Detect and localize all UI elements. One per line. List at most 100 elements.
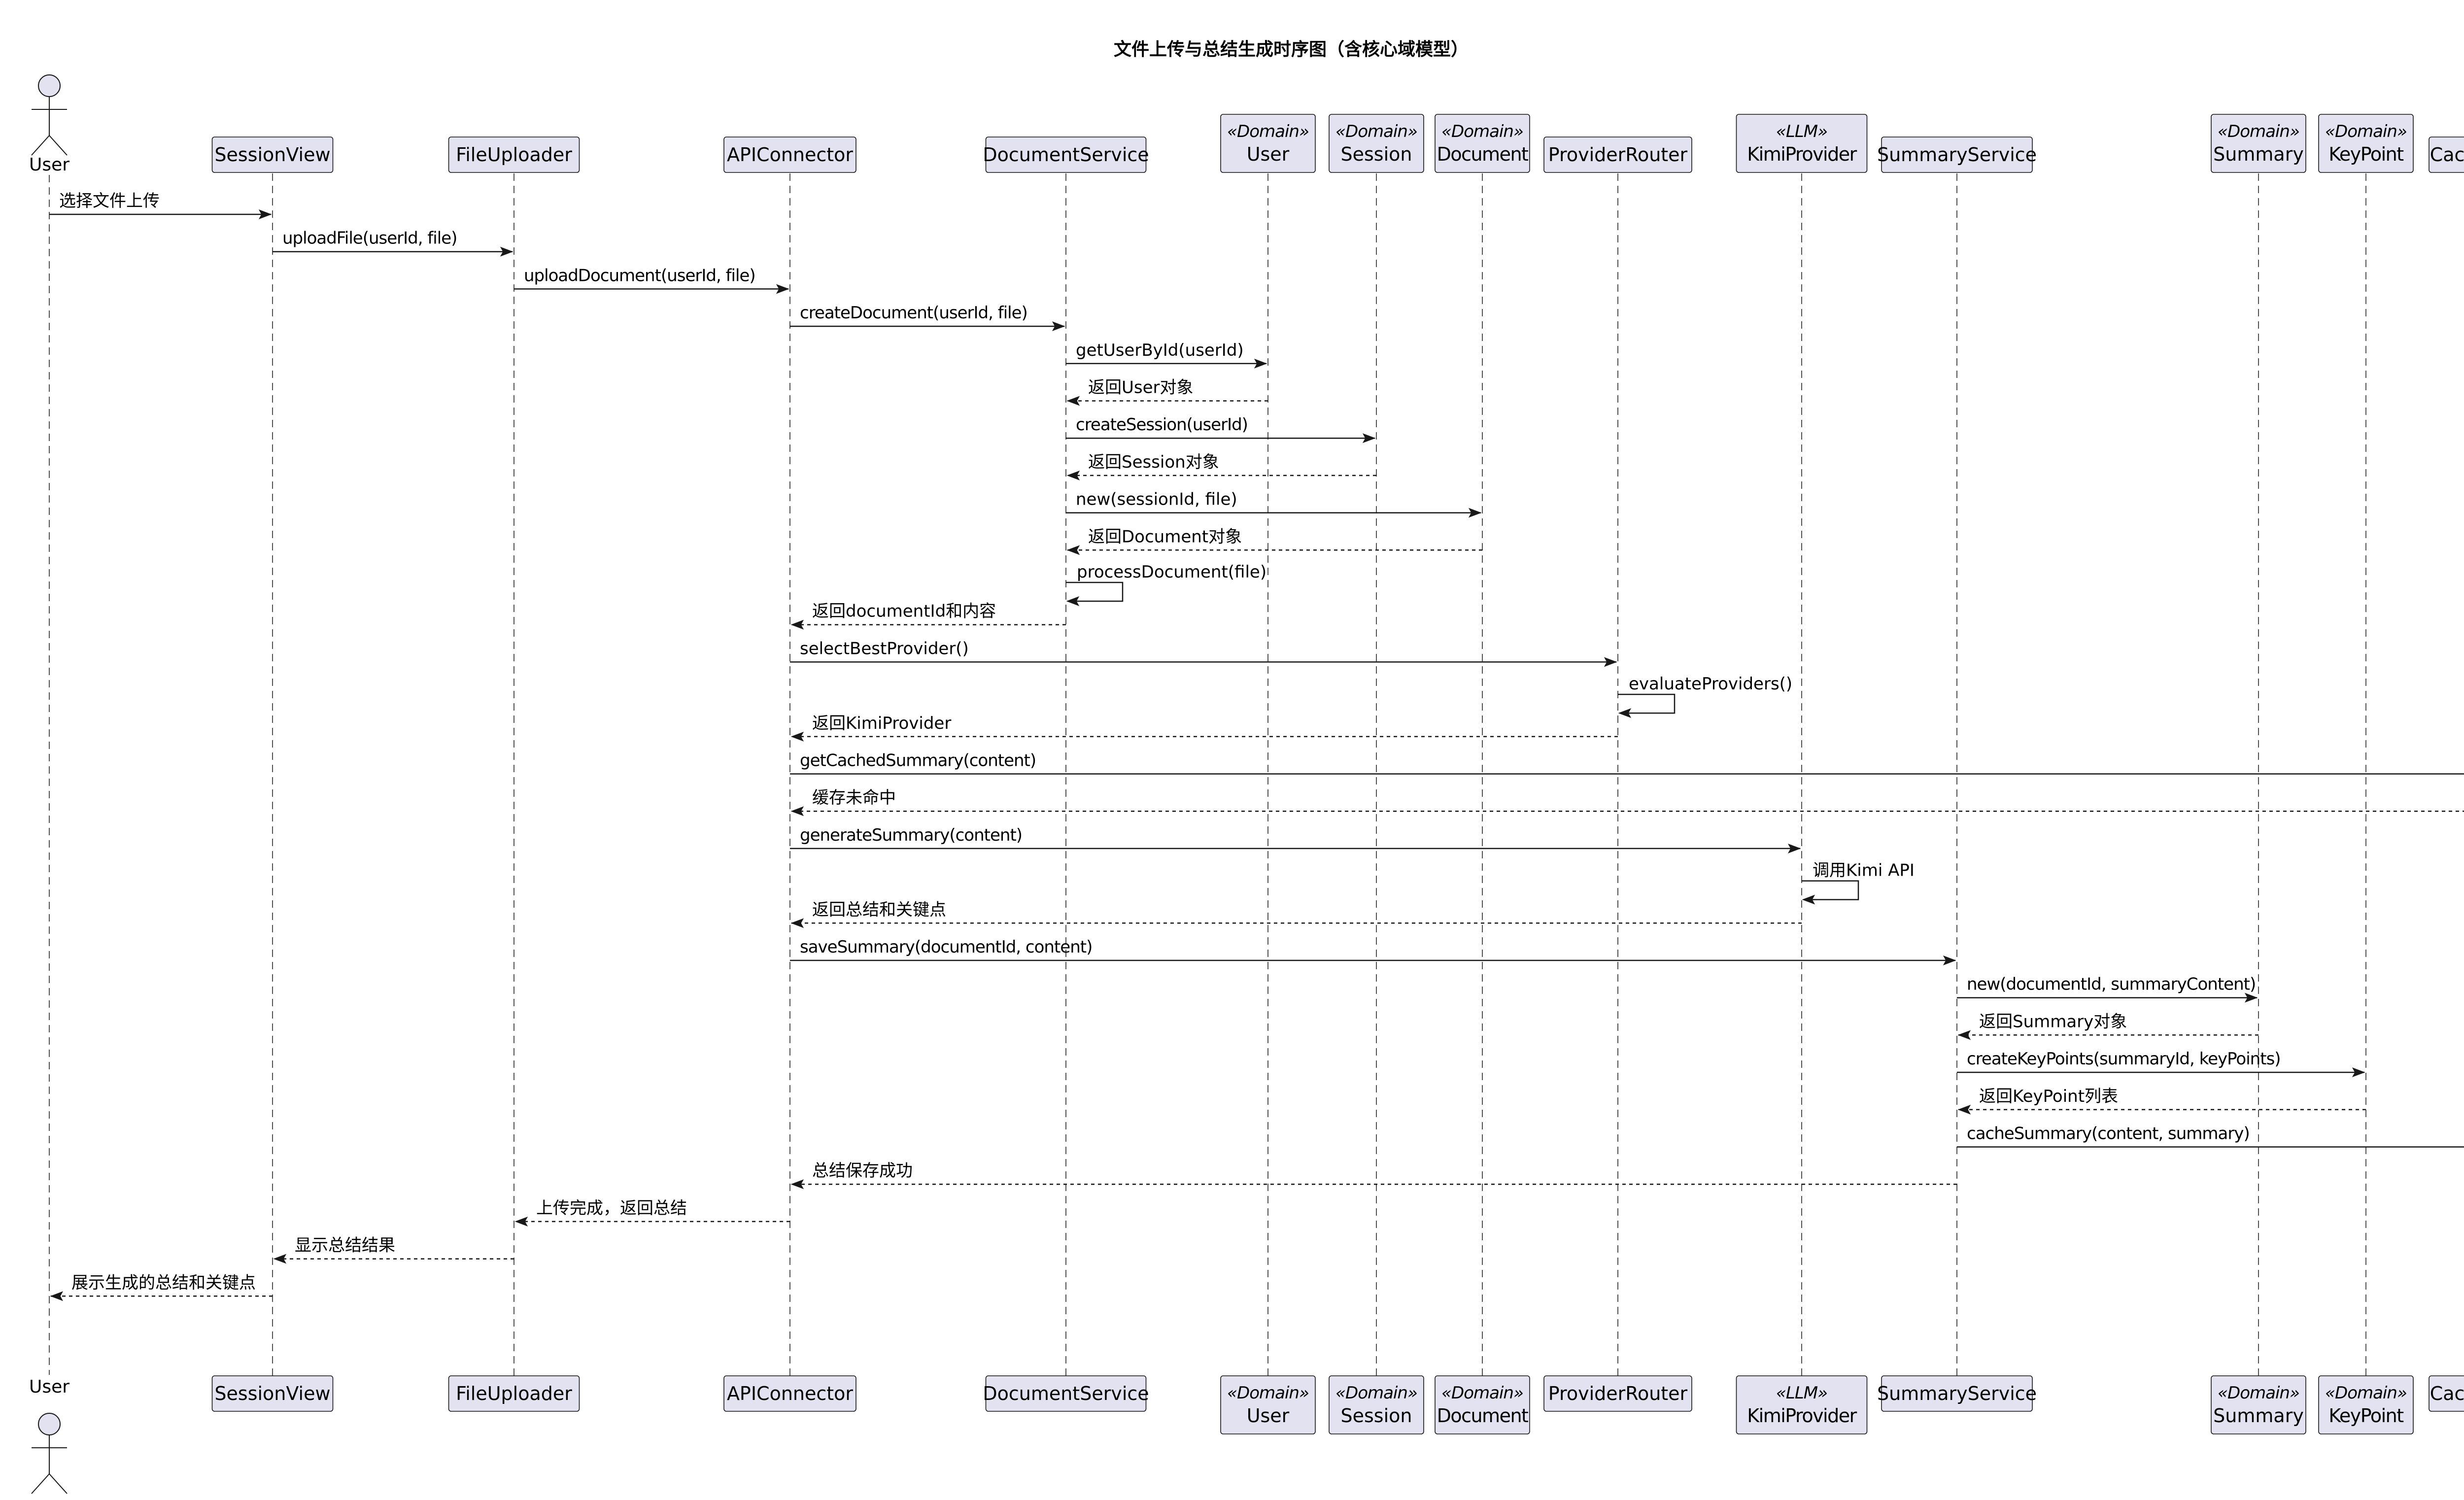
- participant-headers-layer: UserUserSessionViewSessionViewFileUpload…: [29, 74, 2464, 1494]
- participant-box: [2429, 136, 2464, 173]
- participant-domain-session-top: «Domain» Session: [1329, 114, 1424, 173]
- participant-domain-summary-top: «Domain»Summary: [2211, 114, 2306, 173]
- message-label: 返回documentId和内容: [812, 602, 996, 621]
- participant-documentservice-bottom: DocumentService: [983, 1375, 1149, 1412]
- participant-name: SessionView: [214, 144, 330, 166]
- message-label: getUserById(userId): [1076, 341, 1244, 360]
- message-13: selectBestProvider(): [790, 639, 1617, 667]
- message-label: uploadFile(userId, file): [282, 229, 457, 248]
- message-28: 上传完成，返回总结: [514, 1198, 790, 1227]
- arrow-head: [1957, 1030, 1971, 1040]
- message-2: uploadFile(userId, file): [273, 229, 513, 257]
- participant-apiconnector-bottom: APIConnector: [723, 1375, 856, 1412]
- participant-stereotype: «Domain»: [2218, 1383, 2299, 1403]
- participant-cacheservice-top: CacheService: [2429, 136, 2464, 173]
- message-label: createDocument(userId, file): [800, 303, 1027, 323]
- participant-name: Document: [1437, 1405, 1528, 1427]
- arrow-head: [1066, 545, 1080, 555]
- participant-name: KeyPoint: [2328, 1405, 2403, 1427]
- message-label: getCachedSummary(content): [800, 751, 1036, 771]
- arrow-head: [514, 1216, 528, 1227]
- arrow-head: [1066, 470, 1080, 480]
- actor-label: User: [29, 155, 69, 175]
- arrow-head: [500, 246, 513, 257]
- message-17: 缓存未命中: [790, 788, 2464, 817]
- message-7: createSession(userId): [1066, 415, 1376, 443]
- participant-name: FileUploader: [456, 1383, 572, 1404]
- diagram-title: 文件上传与总结生成时序图（含核心域模型）: [1114, 39, 1469, 60]
- participant-box: [1736, 114, 1868, 173]
- message-label: new(sessionId, file): [1076, 490, 1237, 510]
- actor-right-leg: [49, 1473, 68, 1494]
- participant-stereotype: «Domain»: [1335, 1383, 1417, 1403]
- message-29: 显示总结结果: [273, 1236, 514, 1264]
- participant-box: [448, 136, 580, 173]
- arrow-head: [2352, 1067, 2365, 1078]
- message-27: 总结保存成功: [790, 1161, 1957, 1190]
- participant-stereotype: «LLM»: [1776, 1383, 1827, 1403]
- message-30: 展示生成的总结和关键点: [50, 1273, 273, 1301]
- participant-name: Session: [1341, 143, 1412, 165]
- message-4: createDocument(userId, file): [790, 303, 1065, 332]
- message-label: 调用Kimi API: [1813, 861, 1915, 881]
- arrow-head: [258, 209, 272, 219]
- arrow-head: [790, 918, 804, 928]
- message-label: createSession(userId): [1076, 415, 1248, 435]
- participant-summaryservice-bottom: SummaryService: [1877, 1375, 2037, 1412]
- participant-name: DocumentService: [983, 1383, 1149, 1404]
- participant-summaryservice-top: SummaryService: [1877, 136, 2037, 173]
- actor-left-leg: [31, 1473, 50, 1494]
- message-label: 返回Session对象: [1088, 452, 1219, 472]
- arrow-head: [1604, 657, 1617, 667]
- participant-fileuploader-top: FileUploader: [448, 136, 580, 173]
- arrow-head: [1618, 708, 1632, 718]
- participant-box: [1543, 136, 1692, 173]
- participant-stereotype: «Domain»: [1227, 1383, 1309, 1403]
- message-20: 返回总结和关键点: [790, 900, 1802, 928]
- participant-fileuploader-bottom: FileUploader: [448, 1375, 580, 1412]
- participant-sessionview-bottom: SessionView: [211, 1375, 334, 1412]
- participant-stereotype: «Domain»: [1335, 122, 1417, 141]
- participant-name: DocumentService: [983, 144, 1149, 166]
- message-label: 缓存未命中: [812, 788, 896, 808]
- arrow-head: [790, 731, 804, 742]
- participant-box: [723, 136, 856, 173]
- participant-box: [1220, 1375, 1316, 1434]
- message-label: 返回User对象: [1088, 378, 1194, 398]
- message-8: 返回Session对象: [1066, 452, 1376, 480]
- actor-label: User: [29, 1377, 69, 1397]
- participant-box: [1435, 114, 1530, 173]
- message-14: evaluateProviders(): [1618, 674, 1792, 718]
- message-22: new(documentId, summaryContent): [1957, 975, 2258, 1003]
- arrow-head: [273, 1254, 287, 1264]
- participant-stereotype: «LLM»: [1776, 122, 1827, 141]
- message-label: 返回Summary对象: [1979, 1012, 2127, 1031]
- participant-domain-document-bottom: «Domain»Document: [1435, 1375, 1530, 1434]
- participant-domain-user-bottom: «Domain»User: [1220, 1375, 1316, 1434]
- participant-box: [1220, 114, 1316, 173]
- message-16: getCachedSummary(content): [790, 751, 2464, 775]
- message-label: saveSummary(documentId, content): [800, 937, 1092, 957]
- participant-box: [2211, 1375, 2306, 1434]
- message-label: 上传完成，返回总结: [536, 1198, 687, 1218]
- participant-name: KimiProvider: [1747, 1405, 1857, 1427]
- participant-name: KeyPoint: [2328, 143, 2403, 165]
- arrow-head: [1254, 358, 1267, 369]
- message-3: uploadDocument(userId, file): [514, 266, 789, 294]
- participant-box: [1736, 1375, 1868, 1434]
- message-10: 返回Document对象: [1066, 527, 1482, 555]
- actor-left-leg: [31, 135, 50, 156]
- arrow-head: [1943, 955, 1956, 965]
- participant-box: [2318, 1375, 2414, 1434]
- message-12: 返回documentId和内容: [790, 602, 1066, 630]
- actor-bottom: User: [29, 1377, 69, 1494]
- arrow-head: [50, 1291, 64, 1301]
- participant-name: Session: [1341, 1405, 1412, 1427]
- arrow-head: [1787, 843, 1801, 853]
- participant-stereotype: «Domain»: [2218, 122, 2299, 141]
- participant-providerrouter-top: ProviderRouter: [1543, 136, 1692, 173]
- message-label: 展示生成的总结和关键点: [71, 1273, 256, 1293]
- participant-box: [2318, 114, 2414, 173]
